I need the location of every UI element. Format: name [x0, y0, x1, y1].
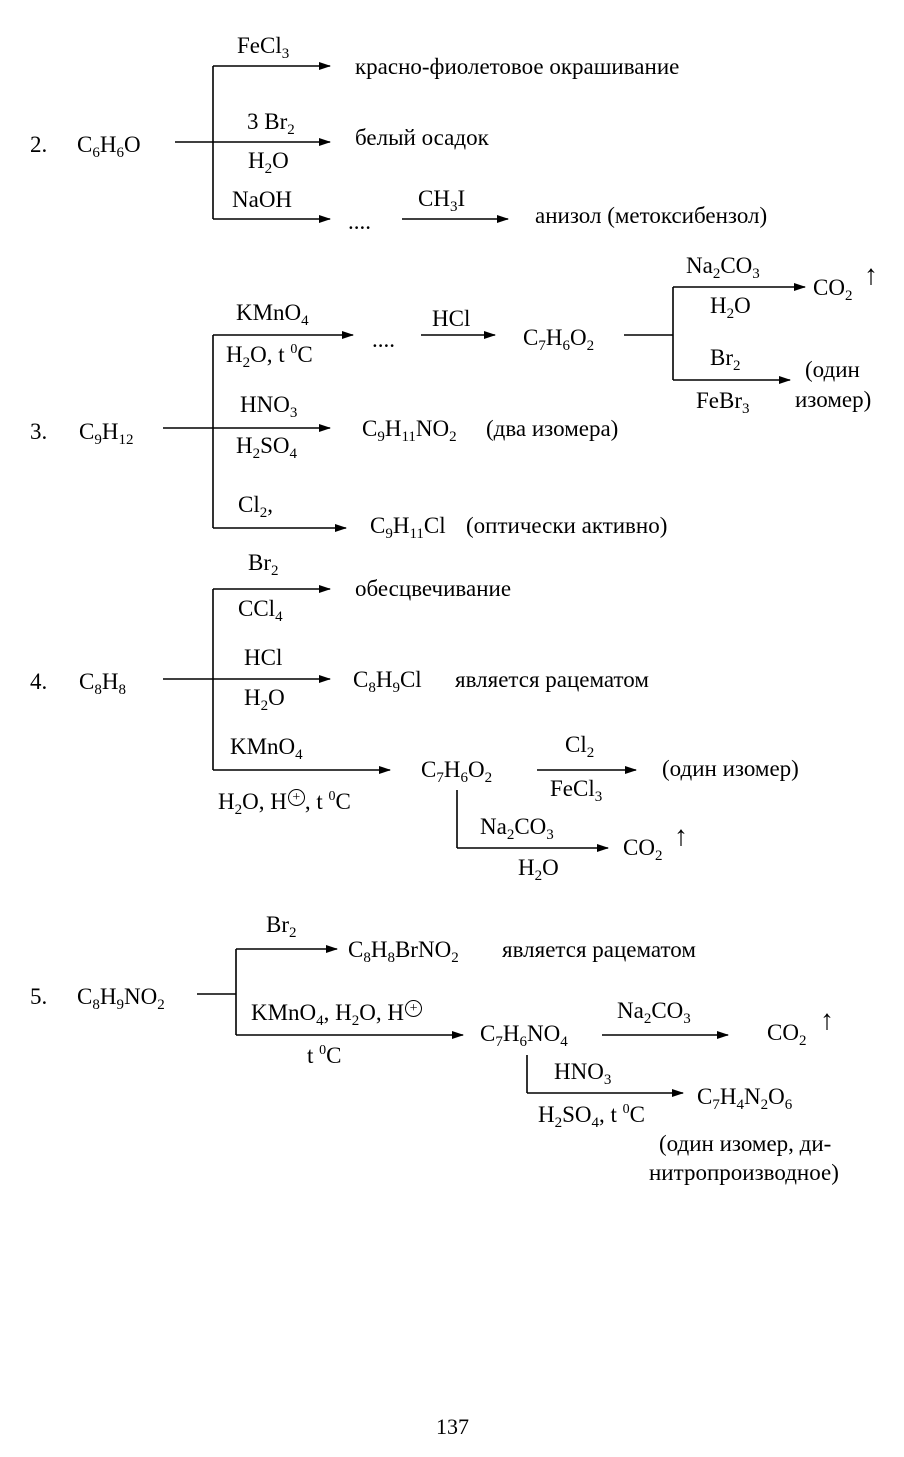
product-red-violet-color: красно-фиолетовое окрашивание — [355, 54, 680, 79]
product-co2: CO2 — [623, 835, 663, 864]
reagent-h2so4: H2SO4 — [236, 433, 298, 462]
reagent-h2o: H2O — [518, 855, 559, 884]
reagent-br2: Br2 — [266, 912, 297, 941]
gas-evolution-arrow-icon: ↑ — [674, 821, 688, 852]
product-c9h11no2: C9H11NO2 — [362, 416, 457, 445]
reagent-hcl: HCl — [432, 306, 471, 331]
reagent-br2: Br2 — [248, 550, 279, 579]
reagent-hno3: HNO3 — [240, 392, 298, 421]
reagent-br2: Br2 — [710, 345, 741, 374]
reaction-number-4: 4. — [30, 669, 48, 694]
reagent-na2co3: Na2CO3 — [686, 253, 760, 282]
condition-h2o-h-plus-t: H2O, H+, t 0C — [218, 789, 351, 818]
formula-c9h12: C9H12 — [79, 419, 134, 448]
reagent-ch3i: CH3I — [418, 186, 466, 215]
reagent-cl2: Cl2 — [565, 732, 595, 761]
note-racemate: является рацематом — [502, 937, 696, 962]
reagent-fecl3: FeCl3 — [237, 33, 290, 62]
formula-c6h6o: C6H6O — [77, 132, 141, 161]
note-one-isomer-dinitro-line2: нитропроизводное) — [649, 1160, 839, 1185]
reagent-h2o: H2O — [710, 293, 751, 322]
note-one-isomer-line2: изомер) — [795, 387, 872, 412]
product-c7h6no4: C7H6NO4 — [480, 1021, 568, 1050]
reagent-na2co3: Na2CO3 — [617, 998, 691, 1027]
note-one-isomer-dinitro-line1: (один изомер, ди- — [659, 1131, 832, 1156]
formula-c8h8: C8H8 — [79, 669, 126, 698]
gas-evolution-arrow-icon: ↑ — [820, 1005, 834, 1036]
note-one-isomer: (один изомер) — [662, 756, 799, 781]
page-number: 137 — [436, 1414, 469, 1439]
reagent-3br2: 3 Br2 — [247, 109, 295, 138]
reagent-cl2: Cl2, — [238, 492, 273, 521]
product-c8h8brno2: C8H8BrNO2 — [348, 937, 459, 966]
catalyst-fecl3: FeCl3 — [550, 776, 603, 805]
condition-t: t 0C — [307, 1043, 342, 1068]
reagent-na2co3: Na2CO3 — [480, 814, 554, 843]
reagent-h2so4-t: H2SO4, t 0C — [538, 1102, 646, 1131]
product-co2: CO2 — [767, 1020, 807, 1049]
gas-evolution-arrow-icon: ↑ — [864, 260, 878, 291]
product-anisole: анизол (метоксибензол) — [535, 203, 768, 228]
note-one-isomer-line1: (один — [805, 357, 860, 382]
reagent-hno3: HNO3 — [554, 1059, 612, 1088]
product-c8h9cl: C8H9Cl — [353, 667, 422, 696]
condition-h2o-t: H2O, t 0C — [226, 342, 313, 371]
note-optically-active: (оптически активно) — [466, 513, 668, 538]
note-racemate: является рацематом — [455, 667, 649, 692]
note-two-isomers: (два изомера) — [486, 416, 619, 441]
reagent-kmno4-h2o-h-plus: KMnO4, H2O, H+ — [251, 1000, 423, 1029]
reagent-naoh: NaOH — [232, 187, 293, 212]
reagent-h2o: H2O — [248, 148, 289, 177]
reagent-hcl: HCl — [244, 645, 283, 670]
reaction-number-3: 3. — [30, 419, 48, 444]
product-c7h6o2: C7H6O2 — [421, 757, 493, 786]
product-decolorization: обесцвечивание — [355, 576, 512, 601]
intermediate-dots: .... — [348, 209, 371, 234]
solvent-ccl4: CCl4 — [238, 596, 283, 625]
reagent-kmno4: KMnO4 — [230, 734, 303, 763]
reaction-number-5: 5. — [30, 984, 48, 1009]
product-c7h4n2o6: C7H4N2O6 — [697, 1084, 793, 1113]
reaction-number-2: 2. — [30, 132, 48, 157]
product-co2: CO2 — [813, 275, 853, 304]
reagent-h2o: H2O — [244, 685, 285, 714]
formula-c8h9no2: C8H9NO2 — [77, 984, 165, 1013]
product-c9h11cl: C9H11Cl — [370, 513, 446, 542]
product-white-precipitate: белый осадок — [355, 125, 489, 150]
catalyst-febr3: FeBr3 — [696, 388, 750, 417]
product-c7h6o2: C7H6O2 — [523, 325, 595, 354]
reagent-kmno4: KMnO4 — [236, 300, 309, 329]
intermediate-dots: .... — [372, 327, 395, 352]
